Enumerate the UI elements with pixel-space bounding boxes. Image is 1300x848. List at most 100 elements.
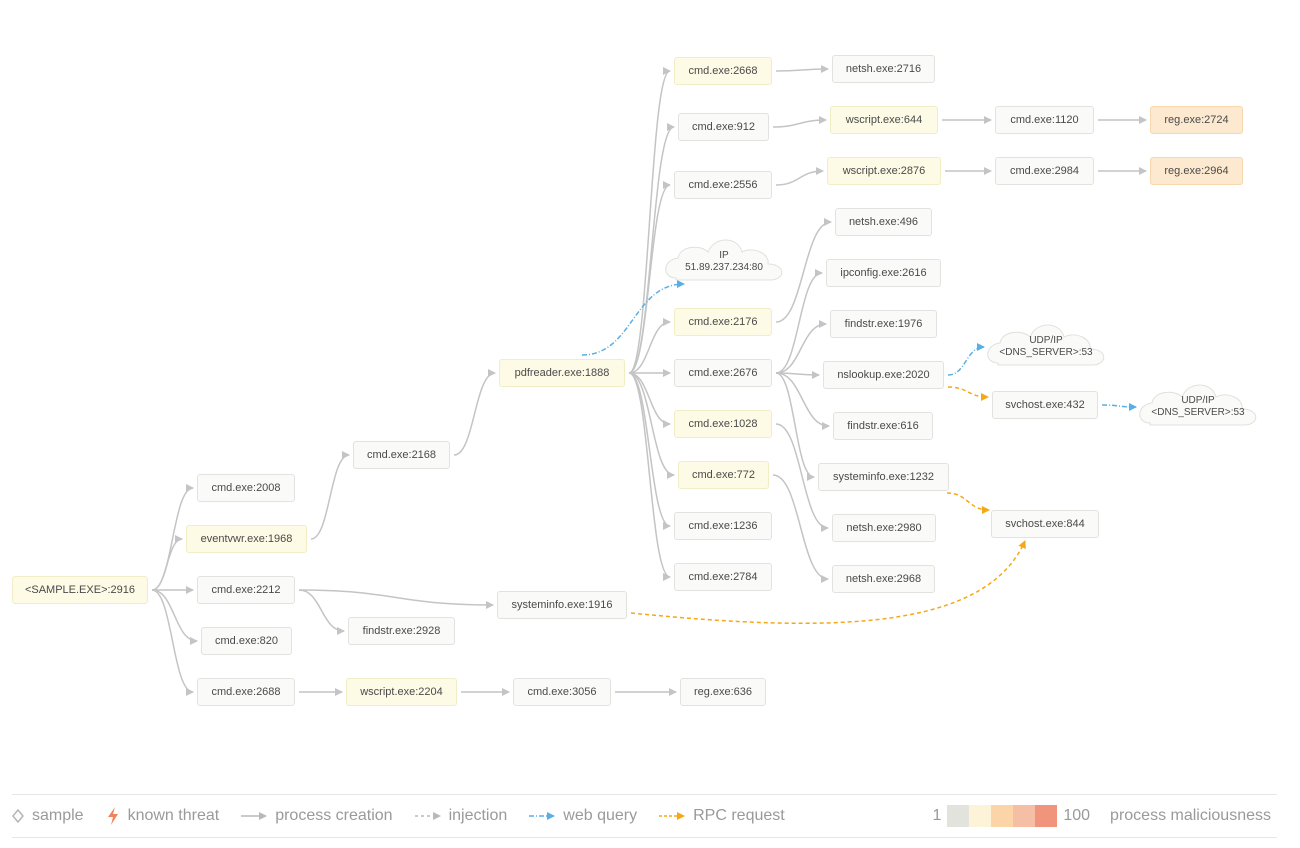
edge-systeminfo1232-to-svchost844 <box>946 492 990 514</box>
process-node-netsh496[interactable]: netsh.exe:496 <box>835 208 932 236</box>
scale-swatches <box>947 805 1058 827</box>
process-node-netsh2716[interactable]: netsh.exe:2716 <box>832 55 935 83</box>
edge-cmd2176-to-netsh496 <box>775 218 832 323</box>
edge-sample-to-cmd2688 <box>151 589 194 696</box>
scale-max-label: 100 <box>1063 807 1091 824</box>
edge-nslookup2020-to-svchost432 <box>947 386 989 401</box>
process-node-netsh2968[interactable]: netsh.exe:2968 <box>832 565 935 593</box>
network-cloud-dns1[interactable] <box>987 324 1105 366</box>
edge-pdfreader1888-to-cmd2668 <box>628 67 671 374</box>
network-cloud-ip[interactable] <box>665 239 783 281</box>
process-node-cmd2212[interactable]: cmd.exe:2212 <box>197 576 295 604</box>
process-node-reg636[interactable]: reg.exe:636 <box>680 678 766 706</box>
edge-sample-to-eventvwr1968 <box>151 535 183 591</box>
edge-pdfreader1888-to-cmd2556 <box>628 181 671 374</box>
process-node-netsh2980[interactable]: netsh.exe:2980 <box>832 514 936 542</box>
process-node-cmd2008[interactable]: cmd.exe:2008 <box>197 474 295 502</box>
edge-sample-to-cmd820 <box>151 589 198 645</box>
scale-min-label: 1 <box>932 807 942 824</box>
scale-swatch-3 <box>991 805 1014 827</box>
scale-swatch-4 <box>1013 805 1036 827</box>
process-node-cmd1236[interactable]: cmd.exe:1236 <box>674 512 772 540</box>
legend-rpc-request-label: RPC request <box>693 807 785 824</box>
legend-injection-label: injection <box>448 807 508 824</box>
process-node-ipconfig2616[interactable]: ipconfig.exe:2616 <box>826 259 941 287</box>
scale-swatch-2 <box>969 805 992 827</box>
process-node-wscript2876[interactable]: wscript.exe:2876 <box>827 157 941 185</box>
edge-cmd2668-to-netsh2716 <box>775 65 829 74</box>
process-node-cmd1120[interactable]: cmd.exe:1120 <box>995 106 1094 134</box>
edge-pdfreader1888-to-ip <box>581 280 685 356</box>
process-node-svchost432[interactable]: svchost.exe:432 <box>992 391 1098 419</box>
scale-label: process maliciousness <box>1110 807 1271 824</box>
process-node-findstr2928[interactable]: findstr.exe:2928 <box>348 617 455 645</box>
legend-web-query: web query <box>529 807 637 825</box>
legend-known-threat: known threat <box>106 807 220 825</box>
network-cloud-label-dns2: UDP/IP <DNS_SERVER>:53 <box>1151 395 1245 418</box>
process-node-wscript644[interactable]: wscript.exe:644 <box>830 106 938 134</box>
dashed-arrow-icon <box>414 812 441 820</box>
legend-injection: injection <box>414 807 508 825</box>
edge-nslookup2020-to-dns1 <box>947 343 985 376</box>
process-node-cmd2784[interactable]: cmd.exe:2784 <box>674 563 772 591</box>
edge-cmd2212-to-findstr2928 <box>298 589 345 635</box>
process-node-reg2724[interactable]: reg.exe:2724 <box>1150 106 1243 134</box>
edge-cmd2676-to-findstr616 <box>775 372 830 430</box>
legend-process-creation: process creation <box>241 807 393 825</box>
process-node-eventvwr1968[interactable]: eventvwr.exe:1968 <box>186 525 307 553</box>
process-node-cmd2688[interactable]: cmd.exe:2688 <box>197 678 295 706</box>
edge-cmd2676-to-ipconfig2616 <box>775 269 823 374</box>
process-node-cmd3056[interactable]: cmd.exe:3056 <box>513 678 611 706</box>
edge-cmd912-to-wscript644 <box>772 116 827 128</box>
edge-cmd772-to-netsh2968 <box>772 474 829 583</box>
edge-cmd2676-to-findstr1976 <box>775 320 827 374</box>
process-node-cmd820[interactable]: cmd.exe:820 <box>201 627 292 655</box>
edge-eventvwr1968-to-cmd2168 <box>310 451 350 540</box>
process-node-wscript2204[interactable]: wscript.exe:2204 <box>346 678 457 706</box>
process-node-systeminfo1232[interactable]: systeminfo.exe:1232 <box>818 463 949 491</box>
edge-pdfreader1888-to-cmd2176 <box>628 318 671 374</box>
scale-swatch-1 <box>947 805 970 827</box>
scale-swatch-5 <box>1035 805 1058 827</box>
legend-known-threat-label: known threat <box>127 807 220 824</box>
edge-cmd2168-to-pdfreader1888 <box>453 369 496 456</box>
legend-rpc-request: RPC request <box>659 807 785 825</box>
process-node-cmd772[interactable]: cmd.exe:772 <box>678 461 769 489</box>
edge-pdfreader1888-to-cmd2784 <box>628 372 671 581</box>
process-node-cmd2984[interactable]: cmd.exe:2984 <box>995 157 1094 185</box>
process-node-findstr616[interactable]: findstr.exe:616 <box>833 412 933 440</box>
edge-pdfreader1888-to-cmd1236 <box>628 372 671 530</box>
process-node-cmd1028[interactable]: cmd.exe:1028 <box>674 410 772 438</box>
network-cloud-label-ip: IP 51.89.237.234:80 <box>685 250 763 273</box>
process-node-reg2964[interactable]: reg.exe:2964 <box>1150 157 1243 185</box>
process-node-cmd2676[interactable]: cmd.exe:2676 <box>674 359 772 387</box>
process-node-cmd912[interactable]: cmd.exe:912 <box>678 113 769 141</box>
blue-dashdot-arrow-icon <box>529 812 556 820</box>
orange-dashed-arrow-icon <box>659 812 686 820</box>
process-node-pdfreader1888[interactable]: pdfreader.exe:1888 <box>499 359 625 387</box>
edge-cmd2556-to-wscript2876 <box>775 167 824 186</box>
lightning-icon <box>107 807 118 825</box>
process-node-findstr1976[interactable]: findstr.exe:1976 <box>830 310 937 338</box>
legend-sample: sample <box>12 807 84 825</box>
sample-icon <box>12 809 24 823</box>
legend-sample-label: sample <box>32 807 84 824</box>
edge-cmd2212-to-systeminfo1916 <box>298 589 494 609</box>
edge-cmd2676-to-systeminfo1232 <box>775 372 815 481</box>
edge-svchost432-to-dns2 <box>1101 402 1137 411</box>
process-node-svchost844[interactable]: svchost.exe:844 <box>991 510 1099 538</box>
network-cloud-label-dns1: UDP/IP <DNS_SERVER>:53 <box>999 335 1093 358</box>
solid-arrow-icon <box>241 812 268 820</box>
process-node-nslookup2020[interactable]: nslookup.exe:2020 <box>823 361 944 389</box>
process-node-cmd2176[interactable]: cmd.exe:2176 <box>674 308 772 336</box>
legend-process-creation-label: process creation <box>275 807 393 824</box>
process-node-systeminfo1916[interactable]: systeminfo.exe:1916 <box>497 591 627 619</box>
network-cloud-dns2[interactable] <box>1139 384 1257 426</box>
process-node-cmd2556[interactable]: cmd.exe:2556 <box>674 171 772 199</box>
process-node-sample[interactable]: <SAMPLE.EXE>:2916 <box>12 576 148 604</box>
process-node-cmd2668[interactable]: cmd.exe:2668 <box>674 57 772 85</box>
edge-pdfreader1888-to-cmd772 <box>628 372 675 479</box>
maliciousness-scale: 1 100 process maliciousness <box>926 805 1277 827</box>
process-node-cmd2168[interactable]: cmd.exe:2168 <box>353 441 450 469</box>
